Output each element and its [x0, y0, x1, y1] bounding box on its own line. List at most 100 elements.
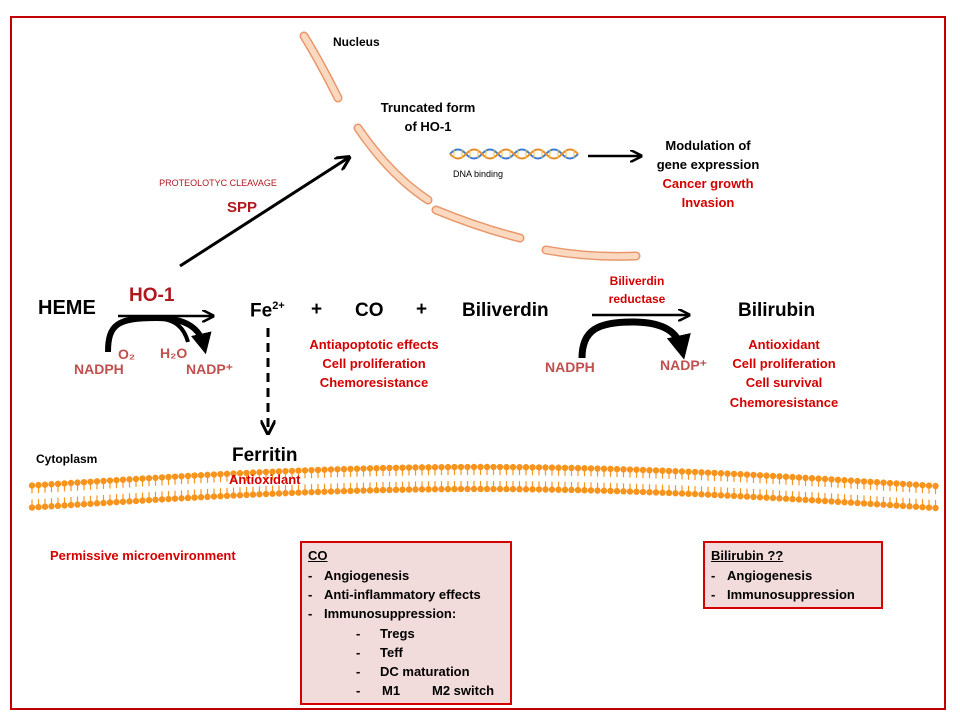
- lipid-head: [139, 497, 146, 504]
- truncated-label-1: Truncated form: [380, 100, 476, 115]
- bilirubin-box-item-2: Immunosuppression: [727, 587, 855, 602]
- lipid-head: [93, 478, 101, 485]
- lipid-head: [54, 502, 62, 510]
- lipid-head: [711, 491, 718, 499]
- fe-charge: 2+: [272, 300, 285, 312]
- lipid-head: [529, 464, 536, 471]
- lipid-head: [392, 486, 400, 494]
- bilirubin-box-dash-1: -: [711, 568, 716, 583]
- lipid-head: [483, 463, 491, 471]
- lipid-head: [152, 474, 159, 481]
- co-box-subdash-4: -: [356, 683, 361, 698]
- lipid-head: [815, 475, 822, 482]
- lipid-head: [301, 467, 309, 474]
- lipid-head: [893, 480, 900, 487]
- lipid-head: [178, 473, 185, 480]
- biliverdin-reductase-label-2: reductase: [608, 292, 666, 306]
- lipid-head: [67, 479, 75, 487]
- lipid-head: [860, 478, 868, 485]
- lipid-head: [594, 465, 601, 472]
- lipid-head: [743, 471, 751, 478]
- lipid-head: [262, 490, 270, 498]
- lipid-head: [282, 489, 289, 497]
- lipid-head: [204, 493, 211, 501]
- lipid-head: [659, 467, 666, 474]
- lipid-head: [906, 503, 913, 510]
- lipid-head: [373, 487, 380, 494]
- lipid-head: [548, 486, 556, 493]
- biliverdin-label: Biliverdin: [462, 300, 549, 321]
- lipid-head: [35, 481, 42, 489]
- lipid-head: [821, 497, 829, 505]
- bilirubin-effect-1: Antioxidant: [748, 337, 820, 352]
- lipid-head: [87, 478, 94, 485]
- lipid-head: [737, 493, 744, 500]
- lipid-head: [535, 486, 543, 493]
- lipid-head: [906, 481, 913, 488]
- lipid-head: [581, 487, 588, 494]
- co-box-subitem-dc: DC maturation: [380, 664, 470, 679]
- lipid-head: [386, 486, 393, 494]
- lipid-head: [620, 488, 627, 495]
- co-box-subitem-m2: M2 switch: [432, 683, 495, 698]
- bilirubin-box-item-1: Angiogenesis: [727, 568, 813, 583]
- lipid-head: [327, 466, 335, 473]
- lipid-head: [431, 486, 439, 493]
- lipid-head: [782, 495, 790, 502]
- lipid-head: [821, 475, 829, 483]
- lipid-head: [490, 485, 497, 493]
- lipid-head: [100, 477, 107, 485]
- lipid-head: [119, 498, 127, 505]
- lipid-head: [652, 489, 660, 496]
- lipid-head: [776, 473, 783, 480]
- lipid-head: [184, 494, 192, 502]
- lipid-head: [145, 474, 153, 482]
- lipid-head: [483, 485, 491, 493]
- lipid-head: [698, 491, 705, 498]
- co-label: CO: [355, 300, 384, 321]
- lipid-head: [769, 494, 777, 502]
- lipid-head: [295, 467, 302, 474]
- lipid-head: [698, 469, 705, 476]
- fe-label: Fe2+: [250, 300, 285, 321]
- nadph-right-label: NADPH: [545, 359, 595, 375]
- arrow-cleavage: [179, 158, 348, 268]
- lipid-head: [899, 502, 907, 510]
- lipid-head: [243, 491, 250, 499]
- plus-2: +: [416, 299, 428, 320]
- lipid-head: [724, 470, 731, 477]
- lipid-head: [873, 479, 881, 486]
- lipid-head: [106, 477, 114, 484]
- lipid-head: [412, 486, 419, 493]
- lipid-head: [808, 497, 816, 504]
- lipid-head: [438, 463, 445, 471]
- lipid-head: [308, 466, 315, 474]
- lipid-head: [626, 466, 634, 473]
- lipid-head: [522, 464, 530, 471]
- cancer-growth-label: Cancer growth: [662, 176, 754, 191]
- lipid-head: [756, 472, 764, 479]
- lipid-head: [158, 474, 166, 481]
- ho1-label: HO-1: [129, 285, 175, 306]
- lipid-head: [295, 489, 302, 496]
- lipid-head: [880, 479, 887, 486]
- lipid-head: [503, 463, 510, 471]
- nuclear-envelope: [299, 31, 641, 261]
- lipid-head: [35, 503, 42, 511]
- lipid-head: [451, 485, 458, 493]
- lipid-head: [106, 499, 114, 506]
- lipid-head: [366, 465, 374, 472]
- lipid-head: [841, 499, 848, 506]
- lipid-head: [659, 489, 666, 496]
- lipid-head: [711, 469, 718, 477]
- lipid-head: [867, 478, 874, 486]
- lipid-head: [919, 503, 926, 511]
- lipid-head: [217, 492, 224, 500]
- lipid-head: [243, 469, 250, 477]
- lipid-head: [919, 481, 926, 489]
- lipid-head: [48, 503, 55, 510]
- lipid-head: [269, 468, 276, 475]
- lipid-head: [399, 464, 406, 471]
- lipid-head: [470, 485, 478, 493]
- lipid-head: [873, 501, 881, 508]
